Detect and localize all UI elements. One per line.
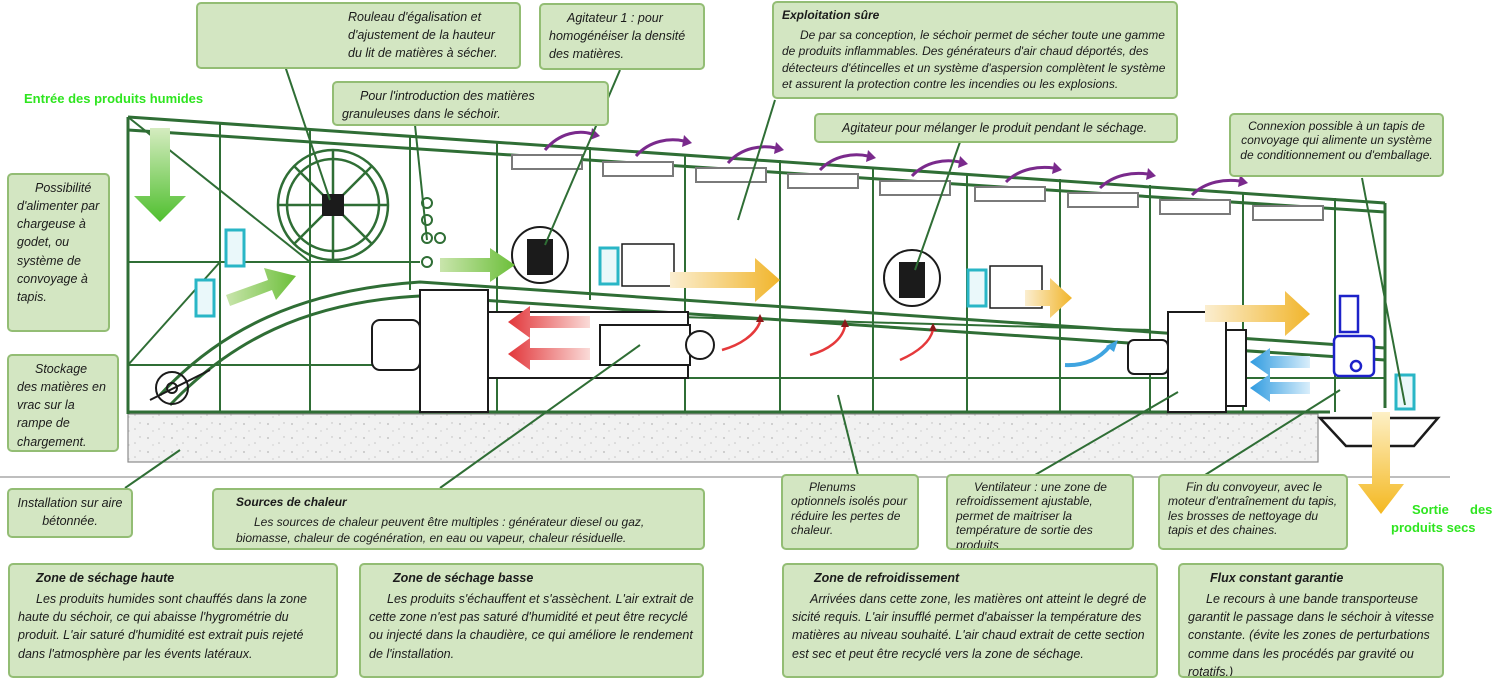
installation-callout: Installation sur aire bétonnée. [7, 488, 133, 538]
ventilateur-callout: Ventilateur : une zone de refroidissemen… [946, 474, 1134, 550]
sources-body: Les sources de chaleur peuvent être mult… [236, 514, 645, 546]
exhaust-hoods [511, 154, 1324, 221]
heat-arrows [508, 306, 590, 370]
flux-title: Flux constant garantie [1210, 571, 1344, 585]
plenum-airflow [721, 321, 935, 362]
alimenter-callout: Possibilité d'alimenter par chargeuse à … [7, 173, 110, 332]
agitateur2-text: Agitateur pour mélanger le produit penda… [842, 121, 1148, 135]
conveyor-belt [158, 280, 1386, 407]
drum-hub [322, 194, 344, 216]
stockage-callout: Stockage des matières en vrac sur la ram… [7, 354, 119, 452]
agitateur2-callout: Agitateur pour mélanger le produit penda… [814, 113, 1178, 143]
rouleau-callout: Rouleau d'égalisation et d'ajustement de… [196, 2, 521, 69]
plenums-callout: Plenums optionnels isolés pour réduire l… [781, 474, 919, 550]
exploitation-body: De par sa conception, le séchoir permet … [782, 27, 1166, 92]
zone-refroidissement-body: Arrivées dans cette zone, les matières o… [792, 592, 1147, 661]
fin-text: Fin du convoyeur, avec le moteur d'entra… [1168, 480, 1338, 538]
agitator-2 [883, 249, 941, 307]
exploitation-callout: Exploitation sûre De par sa conception, … [772, 1, 1178, 99]
installation-text: Installation sur aire bétonnée. [17, 496, 123, 529]
cooling-fan-unit [1127, 311, 1247, 413]
zone-refroidissement-title: Zone de refroidissement [814, 571, 960, 585]
fin-callout: Fin du convoyeur, avec le moteur d'entra… [1158, 474, 1348, 550]
loading-pulley [149, 369, 211, 405]
connexion-callout: Connexion possible à un tapis de convoya… [1229, 113, 1444, 177]
sources-callout: Sources de chaleur Les sources de chaleu… [212, 488, 705, 550]
introduction-callout: Pour l'introduction des matières granule… [332, 81, 609, 126]
ventilateur-text: Ventilateur : une zone de refroidissemen… [956, 480, 1107, 550]
agitateur1-text: Agitateur 1 : pour homogénéiser la densi… [549, 11, 686, 62]
rouleau-text: Rouleau d'égalisation et d'ajustement de… [348, 10, 498, 61]
concrete-slab [127, 413, 1319, 463]
sortie-word-label: Sortie [1412, 502, 1449, 517]
burner-unit [371, 289, 715, 413]
exhaust-arrows [543, 130, 1241, 197]
cooling-arrows [1064, 340, 1310, 402]
plenums-text: Plenums optionnels isolés pour réduire l… [791, 480, 908, 538]
flux-body: Le recours à une bande transporteuse gar… [1188, 592, 1434, 678]
alimenter-text: Possibilité d'alimenter par chargeuse à … [17, 181, 100, 304]
exploitation-title: Exploitation sûre [782, 8, 880, 22]
sources-title: Sources de chaleur [236, 495, 347, 509]
introduction-text: Pour l'introduction des matières granule… [342, 89, 535, 122]
des-word-label: des [1470, 502, 1493, 517]
zone-haute-callout: Zone de séchage haute Les produits humid… [8, 563, 338, 678]
exhaust-arrowheads [590, 128, 1248, 187]
zone-basse-title: Zone de séchage basse [393, 571, 534, 585]
product-flow-arrows [134, 128, 1404, 514]
flux-callout: Flux constant garantie Le recours à une … [1178, 563, 1444, 678]
zone-basse-callout: Zone de séchage basse Les produits s'éch… [359, 563, 704, 678]
zone-basse-body: Les produits s'échauffent et s'assèchent… [369, 592, 694, 661]
entree-label: Entrée des produits humides [24, 91, 204, 106]
detector-panels [194, 228, 1416, 411]
discharge-motor [1332, 294, 1376, 378]
plenum-arrowheads [756, 314, 937, 331]
produits-secs-label: produits secs [1391, 520, 1476, 535]
zone-haute-title: Zone de séchage haute [36, 571, 175, 585]
agitator-1 [511, 226, 569, 284]
zone-refroidissement-callout: Zone de refroidissement Arrivées dans ce… [782, 563, 1158, 678]
agitateur1-callout: Agitateur 1 : pour homogénéiser la densi… [539, 3, 705, 70]
stockage-text: Stockage des matières en vrac sur la ram… [17, 362, 106, 449]
zone-haute-body: Les produits humides sont chauffés dans … [18, 592, 308, 661]
connexion-text: Connexion possible à un tapis de convoya… [1240, 119, 1433, 162]
